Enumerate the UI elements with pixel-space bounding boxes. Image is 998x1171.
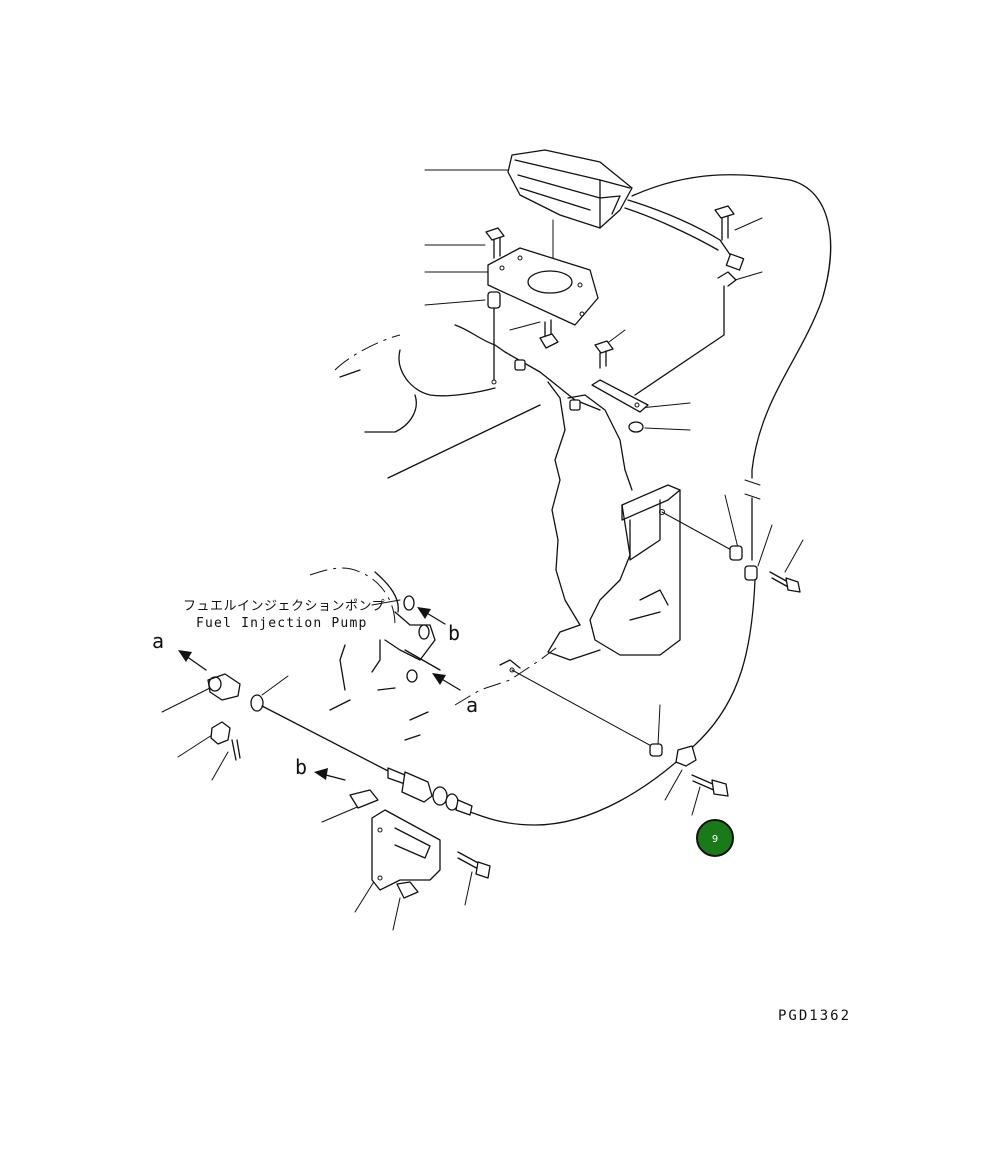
fuel-pump-label-jp: フュエルインジェクションポンプ	[183, 599, 385, 614]
reference-marker[interactable]: 9	[696, 819, 734, 857]
strap	[591, 379, 649, 413]
spacer-pin	[487, 291, 501, 385]
cable-clamp-upper	[744, 565, 758, 581]
bushing	[349, 789, 379, 809]
bolt-right	[769, 571, 801, 593]
callout-a-left: a	[152, 629, 164, 653]
bolt-lower-right	[691, 774, 729, 797]
washer	[628, 421, 644, 433]
clip	[634, 271, 737, 396]
bolt-upper-right	[714, 205, 735, 241]
cable-clamp-lower	[675, 745, 697, 767]
bolt-upper-left	[485, 227, 505, 259]
lock-nut	[210, 721, 231, 745]
lower-frame	[454, 644, 663, 757]
callout-a-lower: a	[466, 693, 478, 717]
cotter-pin	[231, 739, 241, 761]
bolt-bracket	[396, 881, 419, 899]
arrow-a-left	[178, 650, 207, 671]
control-lever	[507, 149, 745, 271]
bolt-right-center	[594, 340, 614, 369]
control-cable	[469, 174, 832, 826]
clevis-pin	[457, 851, 491, 879]
cable-adjuster	[387, 767, 473, 816]
side-bracket	[547, 484, 736, 661]
injection-pump	[309, 567, 441, 741]
arrow-b-upper	[417, 607, 446, 625]
reference-marker-label: 9	[712, 834, 718, 845]
arrow-a-lower	[432, 673, 461, 691]
drawing-code: PGD1362	[778, 1008, 851, 1024]
arrow-b-lower	[314, 768, 346, 781]
frame-outline	[334, 324, 633, 626]
rod-end	[250, 694, 391, 773]
spacer-right	[729, 545, 743, 561]
mounting-plate	[487, 247, 599, 326]
fuel-pump-label-en: Fuel Injection Pump	[196, 616, 368, 631]
bolt-center	[539, 319, 559, 349]
cable-bracket	[371, 809, 441, 891]
callout-b-upper: b	[448, 621, 460, 645]
callout-b-lower: b	[295, 755, 307, 779]
ball-joint	[207, 673, 241, 701]
